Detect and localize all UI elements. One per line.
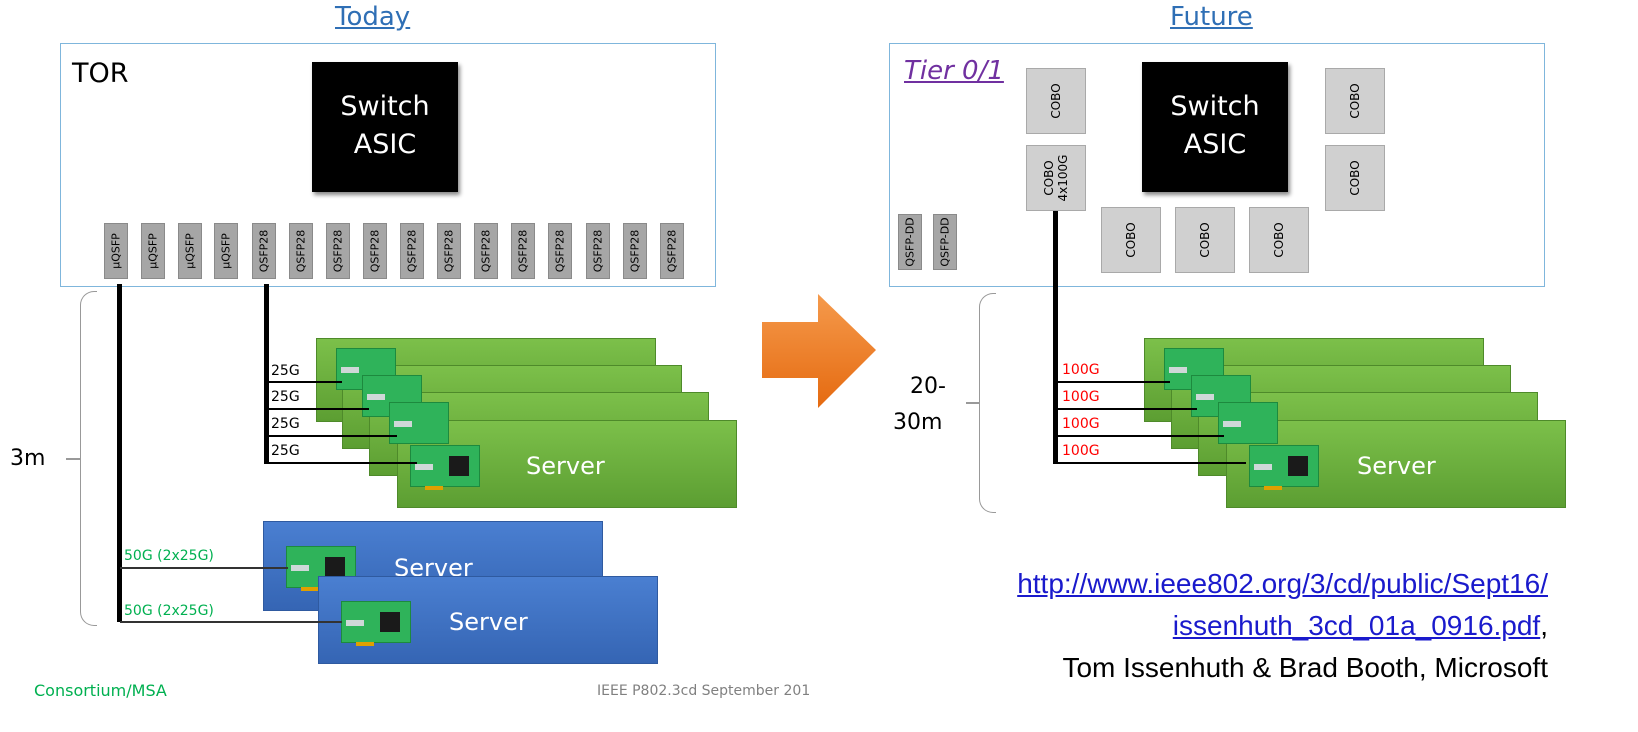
link-speed-label: 50G (2x25G) xyxy=(124,548,214,564)
qsfp28-port: QSFP28 xyxy=(586,223,610,279)
nic-card xyxy=(389,402,449,444)
uqsfp-port: µQSFP xyxy=(178,223,202,279)
green-server-4: Server xyxy=(397,420,737,508)
tier-label: Tier 0/1 xyxy=(904,56,1004,86)
footer-center: IEEE P802.3cd September 201 xyxy=(597,683,811,699)
link-line xyxy=(1056,381,1170,383)
tor-label: TOR xyxy=(72,58,129,89)
distance-brace xyxy=(80,291,97,626)
cobo-module: COBO xyxy=(1026,68,1086,134)
uqsfp-port: µQSFP xyxy=(141,223,165,279)
qsfp-dd-port: QSFP-DD xyxy=(898,214,922,270)
nic-card xyxy=(1218,402,1278,444)
link-speed-label: 25G xyxy=(271,416,300,432)
link-line xyxy=(1056,408,1197,410)
today-heading: Today xyxy=(335,2,411,32)
distance-label: 3m xyxy=(10,446,46,471)
nic-card xyxy=(410,445,480,490)
link-speed-label: 100G xyxy=(1062,416,1100,432)
distance-brace xyxy=(979,293,996,513)
link-line xyxy=(120,621,342,623)
qsfp28-port: QSFP28 xyxy=(400,223,424,279)
link-speed-label: 25G xyxy=(271,389,300,405)
link-line xyxy=(267,462,417,464)
switch-asic-future: Switch ASIC xyxy=(1142,62,1288,192)
link-line xyxy=(267,435,397,437)
reference-link[interactable]: http://www.ieee802.org/3/cd/public/Sept1… xyxy=(1017,568,1548,599)
cobo-module: COBO xyxy=(1325,145,1385,211)
cobo-module: COBO xyxy=(1325,68,1385,134)
nic-card xyxy=(1249,445,1319,490)
link-speed-label: 50G (2x25G) xyxy=(124,603,214,619)
link-speed-label: 25G xyxy=(271,443,300,459)
qsfp28-port: QSFP28 xyxy=(363,223,387,279)
qsfp28-port: QSFP28 xyxy=(326,223,350,279)
link-speed-label: 100G xyxy=(1062,362,1100,378)
cobo-module-4x100g: COBO 4x100G xyxy=(1026,145,1086,211)
asic-line2: ASIC xyxy=(353,129,417,160)
qsfp28-port: QSFP28 xyxy=(660,223,684,279)
asic-line1: Switch xyxy=(1170,91,1260,122)
cobo-module: COBO xyxy=(1175,207,1235,273)
transition-arrow-icon xyxy=(762,294,876,408)
reference-link-line2[interactable]: issenhuth_3cd_01a_0916.pdf, xyxy=(1172,610,1548,641)
nic-card xyxy=(341,601,411,646)
link-speed-label: 100G xyxy=(1062,389,1100,405)
qsfp28-cable xyxy=(264,284,269,464)
server-label: Server xyxy=(526,452,605,480)
link-line xyxy=(1056,462,1246,464)
qsfp28-port: QSFP28 xyxy=(474,223,498,279)
uqsfp-port: µQSFP xyxy=(214,223,238,279)
qsfp28-port: QSFP28 xyxy=(511,223,535,279)
asic-line1: Switch xyxy=(340,91,430,122)
switch-asic-today: Switch ASIC xyxy=(312,62,458,192)
green-server-4: Server xyxy=(1226,420,1566,508)
link-speed-label: 25G xyxy=(271,363,300,379)
uqsfp-port: µQSFP xyxy=(104,223,128,279)
qsfp28-port: QSFP28 xyxy=(437,223,461,279)
blue-server-2: Server xyxy=(318,576,658,664)
asic-line2: ASIC xyxy=(1183,129,1247,160)
qsfp28-port: QSFP28 xyxy=(252,223,276,279)
link-line xyxy=(267,381,342,383)
reference-credit: Tom Issenhuth & Brad Booth, Microsoft xyxy=(1062,652,1548,683)
link-line xyxy=(267,408,369,410)
distance-label-line1: 20- xyxy=(910,374,946,399)
qsfp-dd-port: QSFP-DD xyxy=(933,214,957,270)
cobo-cable xyxy=(1053,211,1058,464)
uqsfp-cable xyxy=(117,284,122,622)
server-label: Server xyxy=(1357,452,1436,480)
link-line xyxy=(120,567,288,569)
cobo-module: COBO xyxy=(1249,207,1309,273)
cobo-module: COBO xyxy=(1101,207,1161,273)
distance-label-line2: 30m xyxy=(893,410,943,435)
qsfp28-port: QSFP28 xyxy=(548,223,572,279)
link-speed-label: 100G xyxy=(1062,443,1100,459)
footer-left: Consortium/MSA xyxy=(34,681,167,700)
qsfp28-port: QSFP28 xyxy=(289,223,313,279)
link-line xyxy=(1056,435,1224,437)
future-heading: Future xyxy=(1170,2,1253,32)
qsfp28-port: QSFP28 xyxy=(623,223,647,279)
server-label: Server xyxy=(449,608,528,636)
